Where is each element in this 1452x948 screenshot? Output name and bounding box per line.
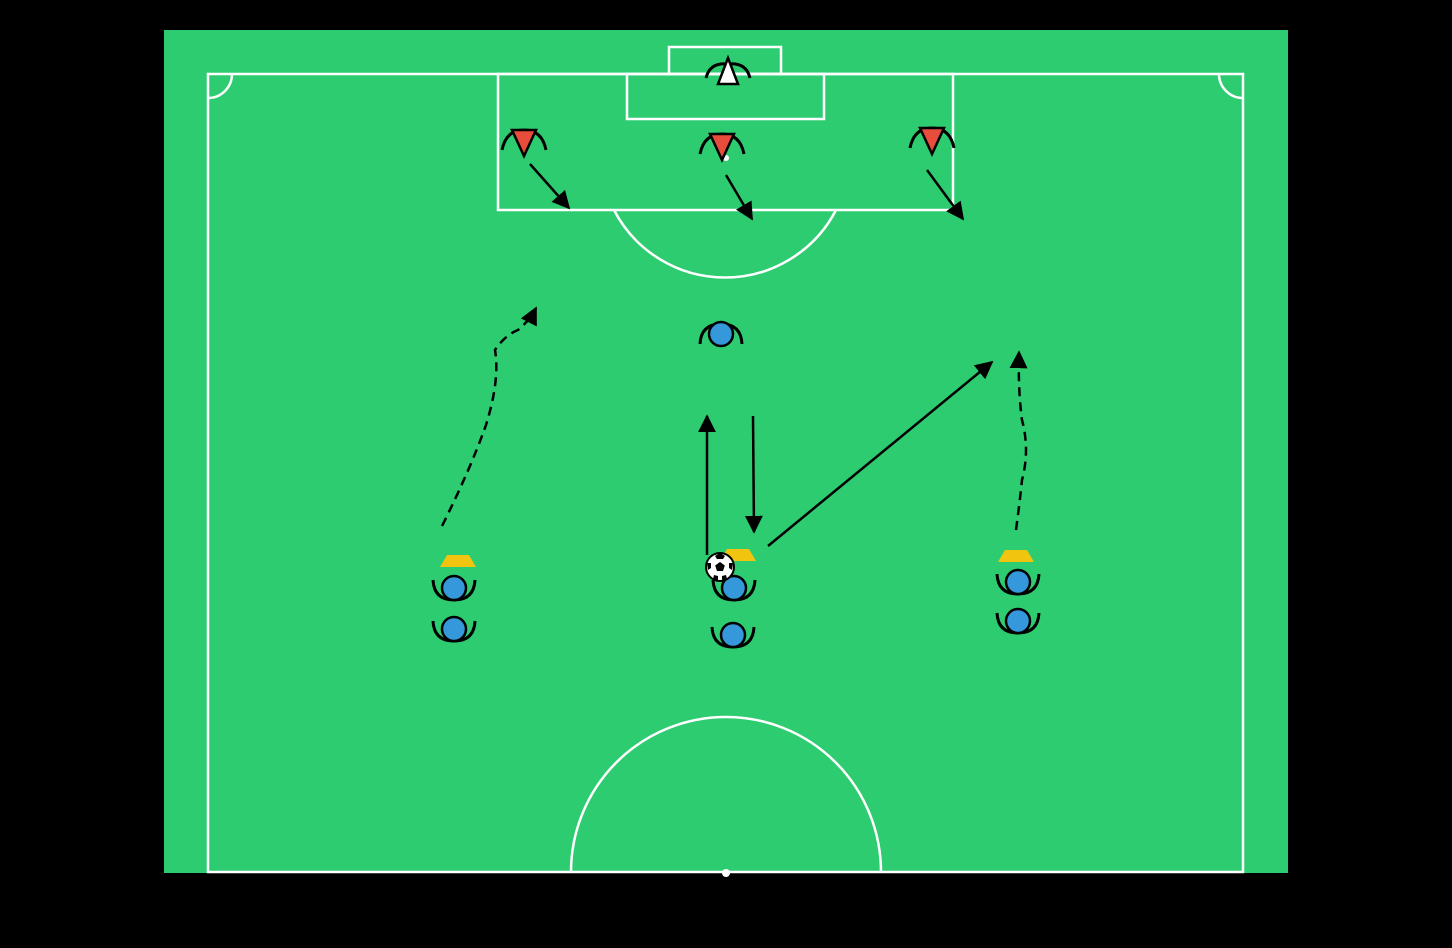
attackers-group bbox=[431, 320, 1041, 649]
attacker[interactable] bbox=[431, 574, 477, 602]
defender-body bbox=[708, 132, 736, 163]
cone-shape bbox=[440, 555, 476, 567]
defender-body bbox=[918, 126, 946, 157]
ball-patch bbox=[722, 575, 727, 581]
attacker-body bbox=[719, 621, 747, 649]
goalkeeper[interactable] bbox=[704, 54, 752, 86]
defender-body bbox=[510, 128, 538, 159]
attacker-body bbox=[1004, 607, 1032, 635]
attacker[interactable] bbox=[698, 320, 744, 348]
center-spot bbox=[722, 869, 730, 877]
pass-arrow[interactable] bbox=[767, 360, 994, 547]
ball-patch bbox=[729, 563, 733, 570]
attacker-body bbox=[1004, 568, 1032, 596]
ball-patch bbox=[715, 562, 725, 571]
attacker[interactable] bbox=[431, 615, 477, 643]
passes-group bbox=[529, 163, 994, 555]
defender[interactable] bbox=[698, 132, 746, 163]
pass-arrow[interactable] bbox=[529, 163, 571, 210]
corner-arc-right bbox=[1217, 73, 1244, 100]
corner-arc-left bbox=[207, 73, 234, 100]
penalty-arc bbox=[612, 209, 838, 279]
attacker-body bbox=[440, 574, 468, 602]
cone-shape bbox=[998, 550, 1034, 562]
defender[interactable] bbox=[500, 128, 548, 159]
attacker[interactable] bbox=[711, 574, 757, 602]
attacker-body bbox=[707, 320, 735, 348]
attacker-body bbox=[440, 615, 468, 643]
goalkeeper-body bbox=[716, 54, 740, 86]
ball-patch bbox=[707, 563, 711, 570]
defender[interactable] bbox=[908, 126, 956, 157]
attacker[interactable] bbox=[995, 568, 1041, 596]
pass-arrow[interactable] bbox=[744, 415, 763, 534]
cone[interactable] bbox=[998, 550, 1034, 562]
attacker[interactable] bbox=[995, 607, 1041, 635]
ball-patch bbox=[713, 575, 718, 581]
run-arrow[interactable] bbox=[440, 306, 538, 527]
attacker[interactable] bbox=[710, 621, 756, 649]
ball-patch bbox=[715, 553, 725, 559]
cones-group bbox=[440, 549, 1034, 567]
pass-arrow[interactable] bbox=[724, 174, 754, 221]
cone[interactable] bbox=[440, 555, 476, 567]
center-circle bbox=[569, 715, 883, 873]
soccer-ball-icon[interactable] bbox=[705, 552, 735, 582]
defenders-group bbox=[500, 126, 956, 163]
pass-arrow[interactable] bbox=[925, 169, 965, 221]
attacker-body bbox=[720, 574, 748, 602]
pitch-surface bbox=[164, 30, 1288, 873]
runs-group bbox=[440, 306, 1028, 531]
